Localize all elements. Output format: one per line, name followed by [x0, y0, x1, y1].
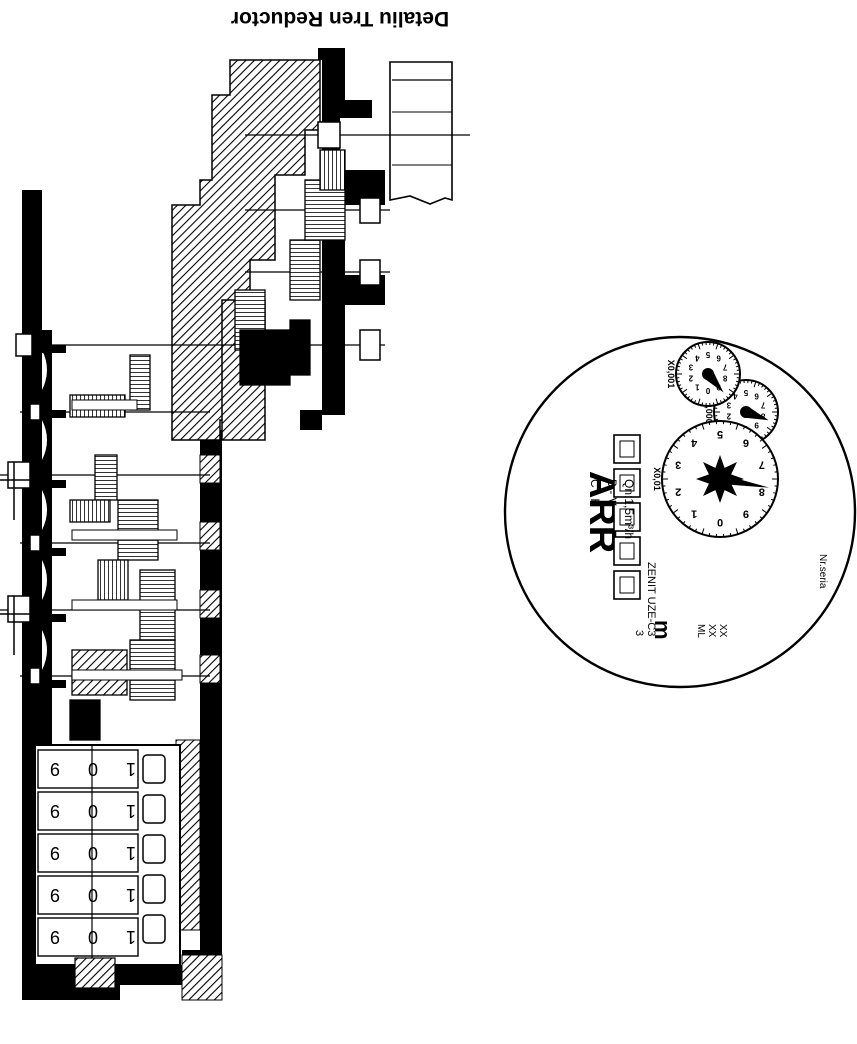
serial-text: Nr.seria — [817, 554, 828, 589]
meter-dial: ARR ZENIT UZE-C3 m 3 Qn:1,5m³/hB - VC - … — [505, 337, 855, 687]
counter-drums: 9 0 1 9 0 1 9 0 1 9 0 1 9 0 1 — [35, 745, 180, 965]
drum-digit: 0 — [88, 801, 98, 821]
spec-line: B - V — [605, 479, 619, 506]
sub-dial-digit: 9 — [743, 508, 749, 520]
drum-digit: 1 — [126, 843, 136, 863]
sub-dial-digit: 3 — [675, 458, 681, 470]
mark-line: XX — [706, 624, 717, 638]
sub-dial-digit: 5 — [717, 428, 723, 440]
sub-dial-digit: 0 — [717, 516, 723, 528]
drum-digit: 0 — [88, 843, 98, 863]
unit-text: m — [650, 620, 675, 640]
sub-dial-digit: 8 — [759, 486, 765, 498]
inlet-pipe — [390, 62, 452, 204]
drum-digit: 9 — [50, 885, 60, 905]
sub-dial-label: X0,01 — [652, 467, 662, 491]
sub-dial-digit: 4 — [690, 436, 697, 448]
counter-digit-inner — [620, 543, 634, 559]
counter-digit-inner — [620, 577, 634, 593]
sub-dial-digit: 1 — [695, 383, 700, 392]
figure-title: Detaliu Tren Reductor — [231, 7, 449, 30]
drum-digit: 1 — [126, 801, 136, 821]
drum-digit: 0 — [88, 759, 98, 779]
drum-digit: 9 — [50, 801, 60, 821]
mark-line: XX — [717, 624, 728, 638]
sub-dial-digit: 5 — [705, 350, 710, 359]
sub-dial-digit: 8 — [722, 374, 727, 383]
sub-dial-digit: 7 — [760, 400, 765, 409]
drum-digit: 9 — [50, 927, 60, 947]
sub-dial-digit: 2 — [675, 486, 681, 498]
drum-digit: 1 — [126, 885, 136, 905]
sub-dial-digit: 3 — [688, 362, 693, 371]
spec-line: Qn:1,5m³/h — [622, 479, 636, 539]
sub-dial-digit: 6 — [743, 436, 749, 448]
sub-dial-digit: 3 — [726, 400, 731, 409]
drum-digit: 1 — [126, 927, 136, 947]
drum-digit: 0 — [88, 885, 98, 905]
unit-exponent: 3 — [633, 630, 645, 636]
sub-dial-digit: 2 — [726, 412, 731, 421]
sub-dial-digit: 7 — [759, 458, 765, 470]
drum-digit: 9 — [50, 759, 60, 779]
drum-digit: 0 — [88, 927, 98, 947]
sub-dial-digit: 4 — [695, 353, 700, 362]
sub-dial-digit: 9 — [754, 421, 759, 430]
drum-digit: 1 — [126, 759, 136, 779]
sub-dial-digit: 7 — [722, 362, 727, 371]
sprocket-indicator — [696, 455, 744, 503]
sub-dial-digit: 0 — [705, 386, 710, 395]
sub-dial-digit: 1 — [691, 508, 697, 520]
sub-dial-digit: 6 — [754, 391, 759, 400]
sub-dial-digit: 5 — [743, 388, 748, 397]
sub-dial-digit: 2 — [688, 374, 693, 383]
sub-dial-label: X0,001 — [666, 360, 676, 389]
sub-dial-digit: 6 — [716, 353, 721, 362]
spec-line: C - H — [588, 479, 602, 507]
star-sprocket — [696, 455, 744, 503]
mark-line: ML — [695, 624, 706, 638]
gear-train-mechanism: 9 0 1 9 0 1 9 0 1 9 0 1 9 0 1 — [0, 48, 470, 1000]
drum-digit: 9 — [50, 843, 60, 863]
counter-digit-inner — [620, 441, 634, 457]
